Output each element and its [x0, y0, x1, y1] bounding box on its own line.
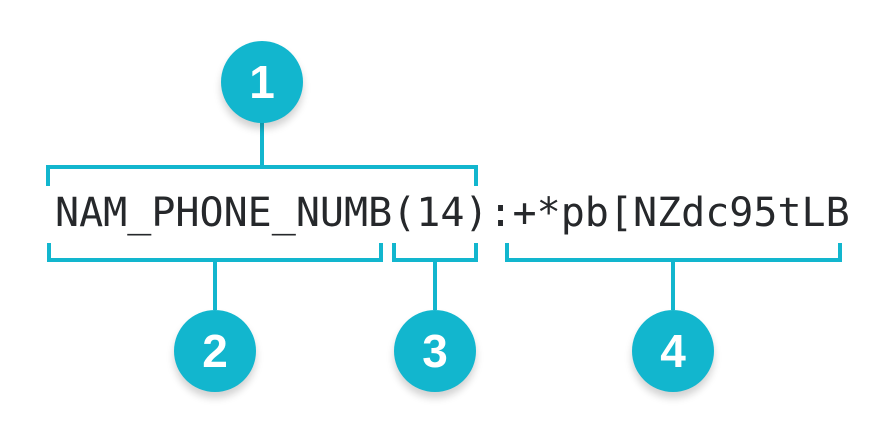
connector-line-4: [671, 259, 675, 310]
connector-line-2: [213, 259, 217, 310]
callout-badge-1: 1: [221, 41, 303, 123]
callout-badge-4: 4: [632, 310, 714, 392]
callout-badge-2: 2: [174, 310, 256, 392]
connector-line-1: [260, 121, 264, 169]
callout-badge-3: 3: [394, 310, 476, 392]
code-string: NAM_PHONE_NUMB(14):+*pb[NZdc95tLB: [55, 190, 850, 236]
connector-line-3: [433, 259, 437, 310]
